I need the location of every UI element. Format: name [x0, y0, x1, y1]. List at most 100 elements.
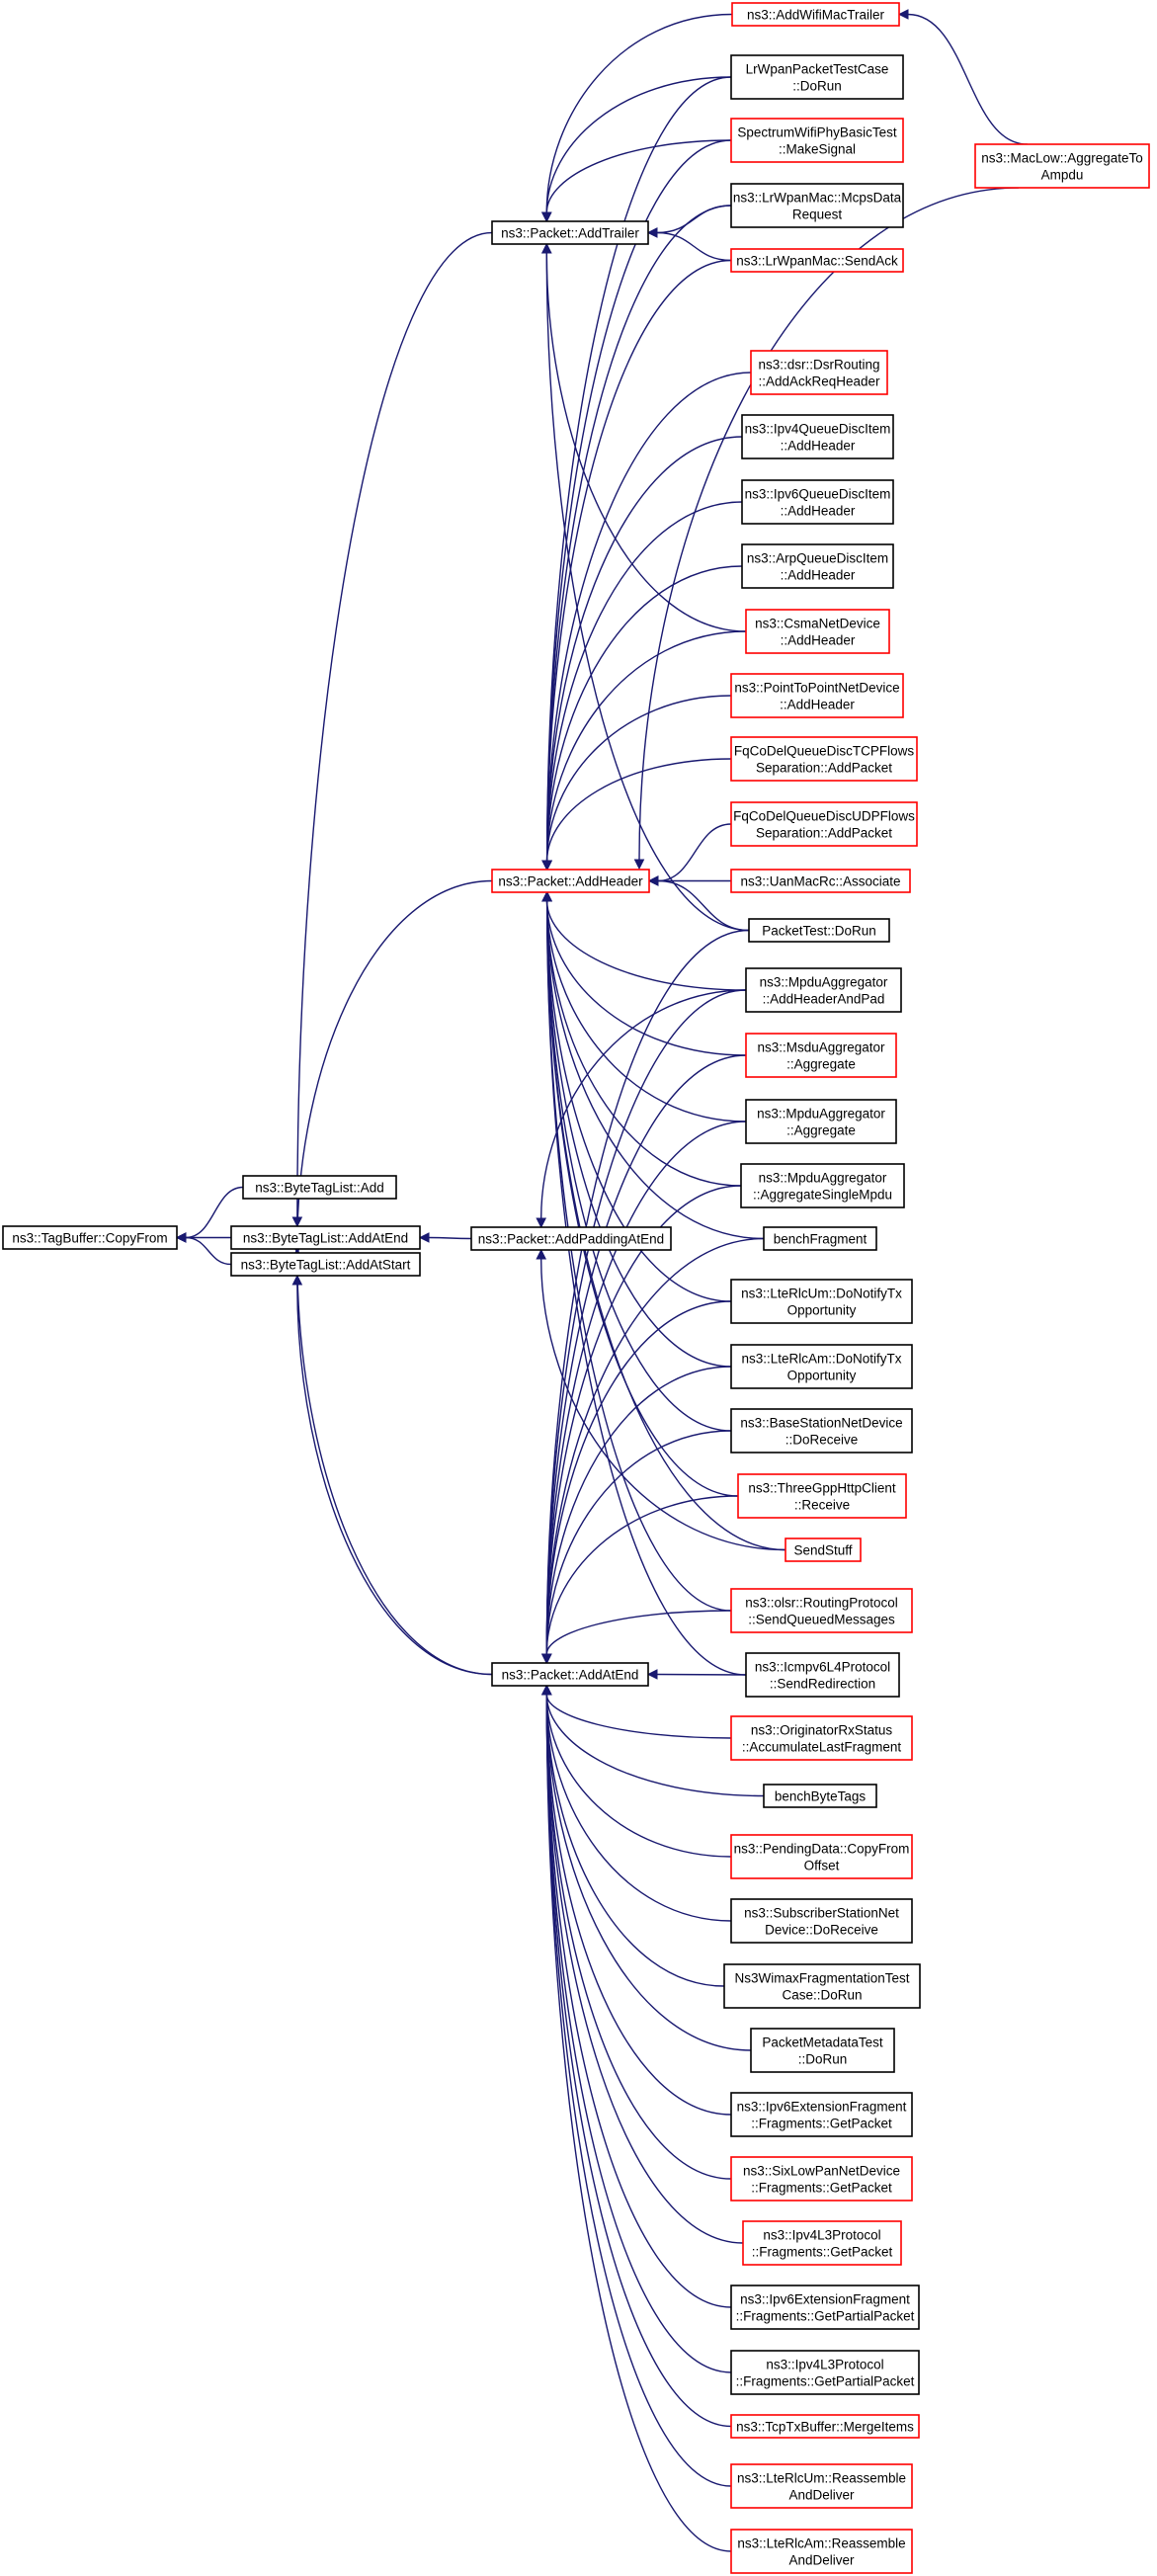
node-spectrumwifi[interactable]: SpectrumWifiPhyBasicTest::MakeSignal — [730, 118, 904, 163]
node-ipv4l3frag[interactable]: ns3::Ipv4L3Protocol::Fragments::GetPacke… — [742, 2220, 902, 2266]
node-csma[interactable]: ns3::CsmaNetDevice::AddHeader — [745, 609, 890, 654]
node-pkttest[interactable]: PacketTest::DoRun — [748, 918, 890, 943]
node-box — [730, 1834, 913, 1879]
node-msduagg[interactable]: ns3::MsduAggregator::Aggregate — [745, 1033, 897, 1078]
node-box — [730, 1715, 913, 1761]
edge-olsr-to-pkt-addatend — [540, 1610, 732, 1665]
node-root[interactable]: ns3::TagBuffer::CopyFrom — [2, 1225, 178, 1250]
node-label: ns3::MpduAggregator — [759, 1171, 887, 1186]
node-btl-add[interactable]: ns3::ByteTagList::Add — [242, 1175, 397, 1200]
node-sixlowpan[interactable]: ns3::SixLowPanNetDevice::Fragments::GetP… — [730, 2156, 913, 2202]
node-threegpp[interactable]: ns3::ThreeGppHttpClient::Receive — [737, 1473, 907, 1519]
edge-threegpp-to-pkt-addheader — [541, 890, 739, 1497]
node-mpdusingle[interactable]: ns3::MpduAggregator::AggregateSingleMpdu — [740, 1163, 905, 1208]
node-lrwpantest[interactable]: LrWpanPacketTestCase::DoRun — [730, 54, 904, 100]
node-benchfrag[interactable]: benchFragment — [763, 1226, 877, 1251]
node-wifimactrailer[interactable]: ns3::AddWifiMacTrailer — [731, 2, 900, 27]
node-label: ::SendQueuedMessages — [748, 1613, 895, 1627]
node-tcptx[interactable]: ns3::TcpTxBuffer::MergeItems — [730, 2414, 920, 2439]
node-label: Device::DoReceive — [765, 1923, 878, 1938]
edge-lrwpansendack-to-pkt-addtrailer — [646, 227, 732, 262]
node-box — [745, 609, 890, 654]
node-label: ns3::TcpTxBuffer::MergeItems — [736, 2420, 914, 2435]
node-dsr[interactable]: ns3::dsr::DsrRouting::AddAckReqHeader — [750, 350, 888, 395]
node-arpqdi[interactable]: ns3::ArpQueueDiscItem::AddHeader — [741, 543, 894, 589]
node-pkt-addheader[interactable]: ns3::Packet::AddHeader — [491, 869, 650, 893]
node-box — [974, 143, 1150, 189]
edge-pkt-addatend-to-btl-addatend — [291, 1247, 493, 1676]
node-label: ::SendRedirection — [770, 1677, 875, 1692]
node-pkt-addtrailer[interactable]: ns3::Packet::AddTrailer — [491, 220, 649, 245]
node-ipv6extfrag[interactable]: ns3::Ipv6ExtensionFragment::Fragments::G… — [730, 2092, 913, 2137]
edge-pkt-addtrailer-to-btl-addatend — [291, 231, 493, 1228]
node-label: Request — [792, 208, 843, 222]
node-label: ::AccumulateLastFragment — [742, 1740, 902, 1755]
edge-layer — [175, 9, 1028, 2552]
node-btl-addatstart[interactable]: ns3::ByteTagList::AddAtStart — [230, 1252, 421, 1277]
node-olsr[interactable]: ns3::olsr::RoutingProtocol::SendQueuedMe… — [730, 1588, 913, 1633]
node-label: LrWpanPacketTestCase — [746, 62, 889, 77]
node-lrwpansendack[interactable]: ns3::LrWpanMac::SendAck — [730, 248, 904, 273]
node-label: ns3::MpduAggregator — [757, 1107, 885, 1122]
node-label: ns3::CsmaNetDevice — [755, 617, 880, 631]
edge-pkttest-to-pkt-addtrailer — [540, 242, 750, 932]
node-ipv6qdi[interactable]: ns3::Ipv6QueueDiscItem::AddHeader — [741, 479, 894, 525]
node-label: ns3::Packet::AddTrailer — [501, 226, 639, 241]
node-box — [741, 543, 894, 589]
node-ipv4l3partial[interactable]: ns3::Ipv4L3Protocol::Fragments::GetParti… — [730, 2350, 920, 2395]
node-label: ::DoRun — [798, 2052, 848, 2067]
node-uanmac[interactable]: ns3::UanMacRc::Associate — [730, 869, 911, 893]
node-label: ns3::PointToPointNetDevice — [734, 681, 899, 696]
node-box — [242, 1175, 397, 1200]
node-label: ns3::Ipv4L3Protocol — [763, 2228, 880, 2243]
node-box — [730, 54, 904, 100]
edge-olsr-to-pkt-addheader — [541, 890, 732, 1612]
node-box — [470, 1226, 672, 1251]
node-mpduhdrpad[interactable]: ns3::MpduAggregator::AddHeaderAndPad — [745, 967, 902, 1013]
node-ipv4qdi[interactable]: ns3::Ipv4QueueDiscItem::AddHeader — [741, 414, 894, 459]
edge-csma-to-pkt-addtrailer — [540, 242, 747, 632]
node-label: ns3::dsr::DsrRouting — [758, 358, 879, 373]
node-sendstuff[interactable]: SendStuff — [785, 1537, 862, 1562]
edge-lterlcam-re-to-pkt-addatend — [540, 1684, 732, 2552]
node-pkt-addpadding[interactable]: ns3::Packet::AddPaddingAtEnd — [470, 1226, 672, 1251]
edge-pkt-addatend-to-btl-addatstart — [291, 1274, 493, 1676]
node-box — [763, 1226, 877, 1251]
edge-icmpv6-to-pkt-addheader — [541, 890, 747, 1676]
node-benchbytetags[interactable]: benchByteTags — [763, 1784, 877, 1808]
node-label: ns3::LteRlcUm::Reassemble — [737, 2471, 906, 2486]
edge-ipv4l3frag-to-pkt-addatend — [540, 1684, 744, 2244]
node-label: ::AggregateSingleMpdu — [753, 1188, 892, 1203]
node-label: ::Fragments::GetPacket — [751, 2117, 892, 2131]
node-box — [491, 869, 650, 893]
node-ssnd[interactable]: ns3::SubscriberStationNetDevice::DoRecei… — [730, 1898, 913, 1944]
node-bsnd[interactable]: ns3::BaseStationNetDevice::DoReceive — [730, 1408, 913, 1454]
node-label: ns3::Packet::AddPaddingAtEnd — [478, 1232, 664, 1247]
edge-mpduagg-to-pkt-addheader — [541, 890, 747, 1122]
node-origrx[interactable]: ns3::OriginatorRxStatus::AccumulateLastF… — [730, 1715, 913, 1761]
node-mpduagg[interactable]: ns3::MpduAggregator::Aggregate — [745, 1099, 897, 1144]
node-pktmeta[interactable]: PacketMetadataTest::DoRun — [750, 2028, 895, 2073]
node-label: SpectrumWifiPhyBasicTest — [737, 125, 897, 140]
node-icmpv6[interactable]: ns3::Icmpv6L4Protocol::SendRedirection — [745, 1652, 900, 1698]
node-pkt-addatend[interactable]: ns3::Packet::AddAtEnd — [491, 1662, 649, 1687]
node-p2p[interactable]: ns3::PointToPointNetDevice::AddHeader — [730, 673, 904, 718]
node-fqtcp[interactable]: FqCoDelQueueDiscTCPFlowsSeparation::AddP… — [730, 736, 918, 782]
node-btl-addatend[interactable]: ns3::ByteTagList::AddAtEnd — [230, 1225, 421, 1250]
node-label: ns3::Icmpv6L4Protocol — [755, 1660, 890, 1675]
node-ipv6extpartial[interactable]: ns3::Ipv6ExtensionFragment::Fragments::G… — [730, 2285, 920, 2330]
node-label: ns3::LrWpanMac::McpsData — [733, 191, 902, 206]
node-label: ns3::MacLow::AggregateTo — [981, 151, 1143, 166]
node-label: ns3::UanMacRc::Associate — [740, 874, 900, 889]
edge-ssnd-to-pkt-addatend — [540, 1684, 732, 1922]
node-label: ::AddAckReqHeader — [758, 374, 880, 389]
node-fqudp[interactable]: FqCoDelQueueDiscUDPFlowsSeparation::AddP… — [730, 801, 918, 847]
